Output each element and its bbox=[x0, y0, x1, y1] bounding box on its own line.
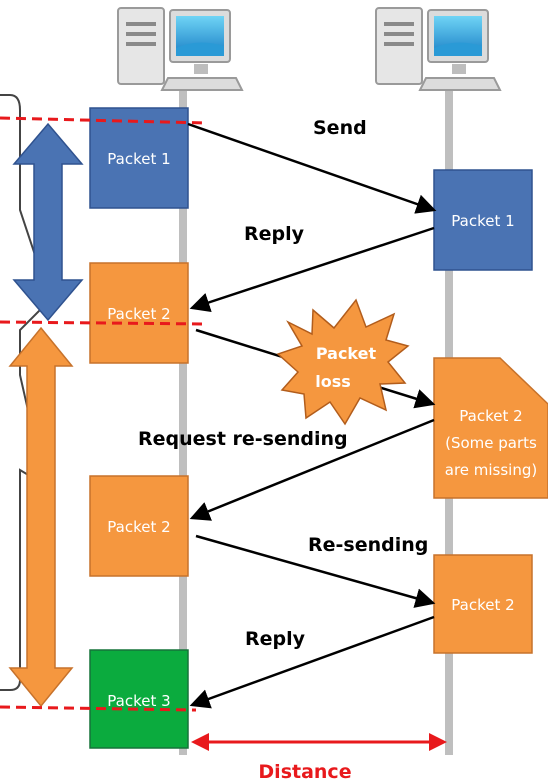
receiver-packet-2-damaged-line3: are missing) bbox=[445, 461, 537, 479]
receiver-packet-2-damaged bbox=[433, 357, 548, 499]
computer-icon bbox=[375, 7, 502, 91]
resending-arrow bbox=[195, 534, 436, 608]
round-trip-arrow-orange bbox=[8, 326, 74, 708]
sender-packet-1-label: Packet 1 bbox=[107, 150, 170, 168]
sender-packet-2-label: Packet 2 bbox=[107, 305, 170, 323]
receiver-packet-1-label: Packet 1 bbox=[451, 212, 514, 230]
computer-icon bbox=[117, 7, 244, 91]
sender-lifeline bbox=[179, 85, 187, 755]
timing-line-middle bbox=[0, 320, 207, 326]
sender-packet-1 bbox=[89, 107, 189, 209]
resending-label: Re-sending bbox=[308, 534, 428, 556]
sender-packet-3 bbox=[89, 649, 189, 749]
packet-loss-label-line1: Packet bbox=[316, 344, 377, 363]
speech-callout bbox=[0, 94, 52, 691]
receiver-packet-2-resent-label: Packet 2 bbox=[451, 596, 514, 614]
reply-label-2: Reply bbox=[245, 628, 306, 650]
timing-line-bottom bbox=[0, 705, 197, 712]
receiver-packet-2-damaged-line1: Packet 2 bbox=[459, 407, 522, 425]
request-resend-arrow bbox=[189, 418, 435, 521]
sender-packet-2-resend bbox=[89, 475, 189, 577]
sender-packet-2 bbox=[89, 262, 189, 364]
reply-arrow-1 bbox=[189, 226, 435, 313]
receiver-packet-2-damaged-line2: (Some parts bbox=[445, 434, 537, 452]
distance-label: Distance bbox=[258, 761, 351, 782]
send-label: Send bbox=[313, 117, 367, 139]
receiver-packet-1 bbox=[433, 169, 533, 271]
request-resend-label: Request re-sending bbox=[138, 428, 348, 450]
packet-loss-burst bbox=[276, 298, 410, 426]
packet-loss-label-line2: loss bbox=[315, 372, 351, 391]
round-trip-arrow-blue bbox=[12, 122, 84, 322]
sender-packet-3-label: Packet 3 bbox=[107, 692, 170, 710]
sender-packet-2-resend-label: Packet 2 bbox=[107, 518, 170, 536]
receiver-packet-2-resent bbox=[433, 554, 533, 654]
reply-label-1: Reply bbox=[244, 223, 305, 245]
send-arrow bbox=[187, 122, 437, 214]
timing-line-top bbox=[0, 116, 207, 125]
reply-arrow-2 bbox=[189, 615, 435, 709]
